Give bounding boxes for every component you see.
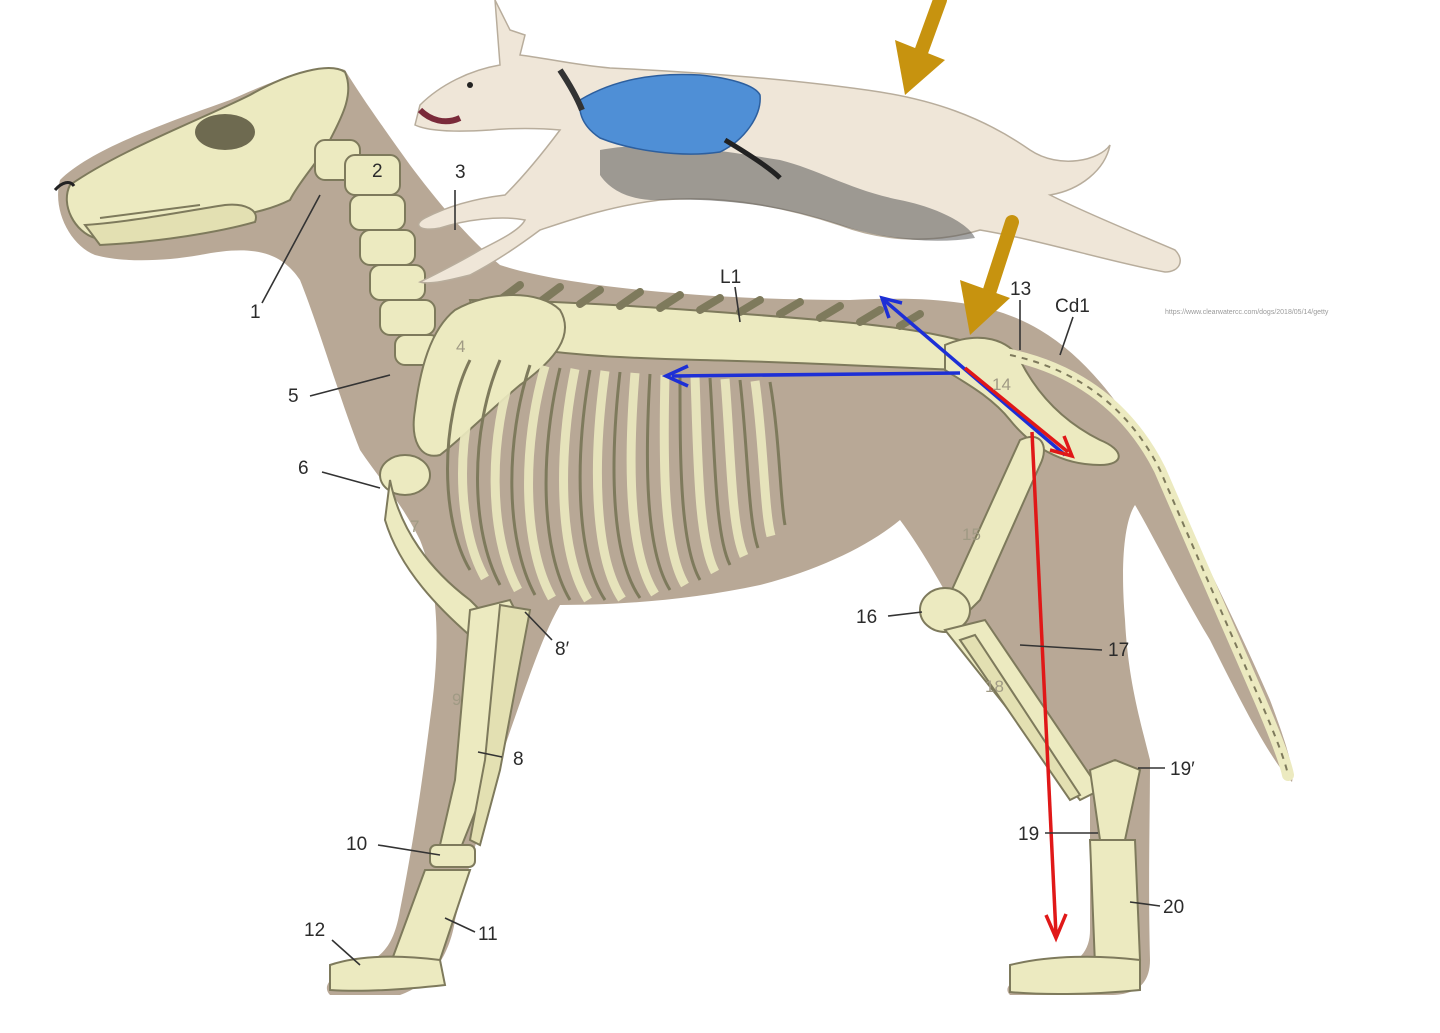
- label-13: 13: [1010, 279, 1031, 300]
- label-Cd1: Cd1: [1055, 296, 1090, 317]
- label-5: 5: [288, 386, 299, 407]
- ribcage-fill: [458, 360, 776, 603]
- label-9: 9: [452, 690, 461, 709]
- label-6: 6: [298, 458, 309, 479]
- running-dog-photo: [414, 0, 1181, 284]
- forelimb: [329, 454, 532, 992]
- dog-body-silhouette: [58, 67, 1293, 995]
- label-14: 14: [992, 375, 1011, 394]
- vector-arrow-red: [963, 366, 1075, 943]
- dog-coat: [578, 73, 761, 155]
- label-16: 16: [856, 607, 877, 628]
- spine: [468, 281, 961, 372]
- hindlimb: [919, 435, 1142, 996]
- leader-lines: [261, 190, 1165, 966]
- label-10: 10: [346, 834, 367, 855]
- label-8: 8: [513, 749, 524, 770]
- label-2: 2: [372, 161, 383, 182]
- label-8-prime: 8′: [555, 639, 570, 660]
- label-11: 11: [478, 924, 498, 945]
- label-12: 12: [304, 920, 325, 941]
- label-4: 4: [456, 337, 465, 356]
- ribcage: [446, 359, 787, 601]
- label-20: 20: [1163, 897, 1184, 918]
- label-3: 3: [455, 162, 466, 183]
- label-7: 7: [410, 517, 419, 536]
- label-L1: L1: [720, 267, 741, 288]
- label-1: 1: [250, 302, 261, 323]
- label-18: 18: [985, 677, 1004, 696]
- label-19-prime: 19′: [1170, 759, 1195, 780]
- label-19: 19: [1018, 824, 1039, 845]
- source-url: https://www.clearwatercc.com/dogs/2018/0…: [1165, 309, 1329, 316]
- force-arrow-gold-top: [895, 0, 947, 95]
- label-17: 17: [1108, 640, 1129, 661]
- label-15: 15: [962, 525, 981, 544]
- skull: [53, 67, 350, 247]
- force-arrow-gold-hip: [960, 215, 1019, 335]
